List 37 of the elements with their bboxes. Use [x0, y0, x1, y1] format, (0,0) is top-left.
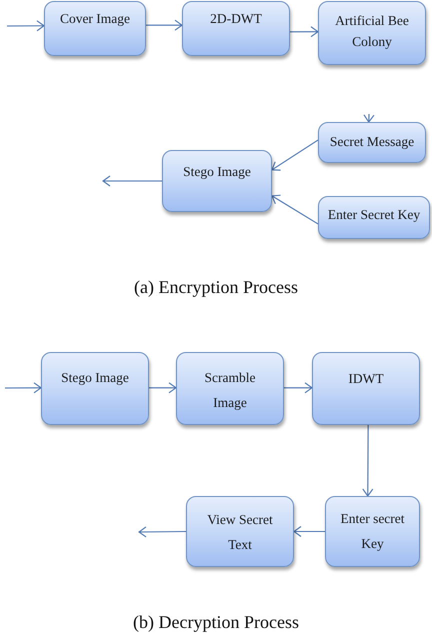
arrow [149, 382, 177, 394]
process-box [44, 1, 146, 56]
arrow [102, 175, 162, 187]
box-label: Enter secret Key [339, 510, 406, 553]
box-label: Stego Image [183, 163, 251, 181]
process-box [162, 150, 272, 212]
arrow [362, 425, 374, 497]
arrow [293, 526, 325, 538]
box-label: Enter Secret Key [328, 206, 420, 224]
process-box [312, 352, 420, 425]
box-label: IDWT [348, 370, 384, 388]
arrow [7, 20, 45, 32]
box-label: Stego Image [61, 369, 129, 387]
arrow [5, 382, 42, 394]
arrow [290, 26, 319, 38]
box-label: Cover Image [60, 10, 130, 28]
figure-caption: (a) Encryption Process [134, 276, 298, 298]
box-label: Secret Message [330, 133, 414, 151]
process-box [318, 1, 426, 65]
box-label: View Secret Text [206, 511, 274, 554]
arrow [271, 140, 318, 171]
arrow [146, 20, 183, 31]
process-box [176, 352, 284, 425]
box-label: Artificial Bee Colony [334, 12, 410, 51]
process-box [318, 122, 426, 163]
process-box [41, 352, 149, 425]
process-box [186, 496, 294, 567]
arrow [271, 194, 318, 224]
arrow [138, 526, 186, 538]
arrow [284, 382, 313, 394]
arrow [363, 114, 375, 123]
process-box [182, 1, 290, 56]
box-label: Scramble Image [204, 369, 256, 412]
process-box [318, 196, 430, 239]
box-label: 2D-DWT [210, 10, 262, 28]
figure-caption: (b) Decryption Process [133, 611, 299, 633]
process-box [325, 496, 420, 567]
